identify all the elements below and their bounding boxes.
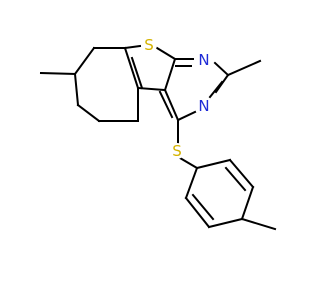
bond xyxy=(158,90,174,119)
atom-layer: S N N S xyxy=(141,36,212,160)
bond xyxy=(73,46,96,76)
bond xyxy=(226,59,262,77)
bond xyxy=(39,71,77,76)
bond xyxy=(240,185,255,221)
bond xyxy=(136,86,167,92)
bond xyxy=(163,57,177,92)
nitrogen-atom-lower: N xyxy=(196,97,212,115)
atom-label: N xyxy=(198,51,209,69)
bond xyxy=(155,46,177,61)
bond xyxy=(191,193,215,221)
bond xyxy=(76,103,101,123)
bond xyxy=(178,156,199,170)
bond xyxy=(130,56,144,90)
bond xyxy=(207,217,244,229)
molecule-drawing: S N N S xyxy=(39,36,277,231)
bond xyxy=(123,44,142,50)
atom-label: S xyxy=(172,142,182,160)
bond xyxy=(123,46,140,90)
sulfur-atom-thioether: S xyxy=(169,142,185,160)
bond xyxy=(213,61,230,77)
bond xyxy=(228,158,255,189)
bond xyxy=(73,72,80,107)
bond xyxy=(224,166,247,192)
bond xyxy=(176,110,197,122)
bond-layer xyxy=(39,44,277,231)
bond xyxy=(208,80,224,99)
structure-diagram: S N N S xyxy=(39,36,277,231)
bond xyxy=(240,217,277,231)
bond xyxy=(195,158,232,170)
bond xyxy=(163,88,180,122)
sulfur-atom-thiophene: S xyxy=(141,36,157,54)
atom-label: S xyxy=(144,36,154,54)
bond xyxy=(184,166,199,200)
bond xyxy=(184,196,211,229)
atom-label: N xyxy=(198,97,209,115)
nitrogen-atom-upper: N xyxy=(196,51,212,69)
